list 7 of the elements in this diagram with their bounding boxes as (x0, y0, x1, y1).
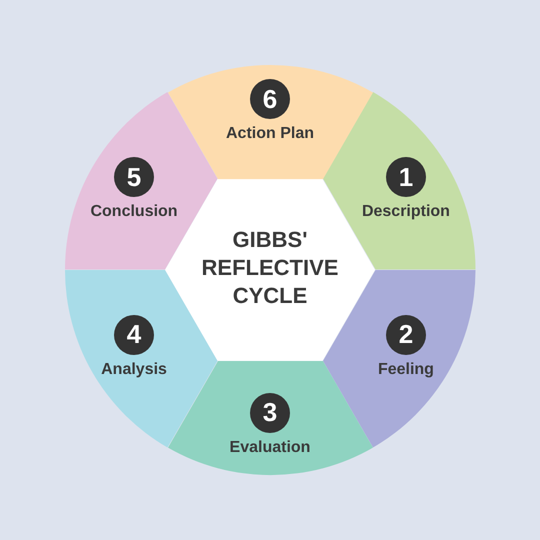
step-label: Evaluation (230, 438, 310, 457)
step-label: Action Plan (226, 125, 314, 143)
step-label: Description (362, 203, 450, 222)
step-label: Feeling (378, 360, 434, 378)
step-label: Conclusion (90, 203, 178, 222)
cycle-title: GIBBS' REFLECTIVE CYCLE (200, 226, 340, 310)
step-label: Analysis (101, 360, 167, 378)
